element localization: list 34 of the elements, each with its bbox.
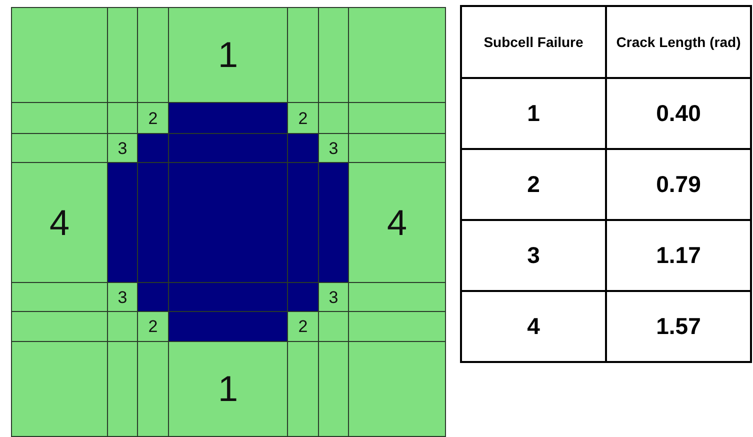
column-header: Subcell Failure <box>461 6 606 78</box>
failure-number: 2 <box>148 110 158 126</box>
failure-number: 3 <box>118 140 128 156</box>
table-cell: 1.17 <box>606 220 751 291</box>
failure-number: 3 <box>328 140 338 156</box>
table-cell: 3 <box>461 220 606 291</box>
failure-number: 3 <box>118 288 128 306</box>
failure-number: 3 <box>328 288 338 306</box>
table-cell: 4 <box>461 291 606 362</box>
subcell <box>287 102 319 134</box>
subcell <box>11 162 108 283</box>
failure-number: 1 <box>218 37 238 73</box>
subcell <box>287 311 319 342</box>
subcell <box>168 7 288 103</box>
failure-number: 2 <box>298 110 308 126</box>
table-cell: 0.40 <box>606 78 751 149</box>
failure-number: 1 <box>218 371 238 407</box>
subcell <box>168 341 288 437</box>
table-cell: 1.57 <box>606 291 751 362</box>
subcell <box>318 133 349 163</box>
failure-number: 4 <box>386 204 408 240</box>
table-cell: 1 <box>461 78 606 149</box>
column-header: Crack Length (rad) <box>606 6 751 78</box>
subcell <box>318 282 349 312</box>
table-cell: 0.79 <box>606 149 751 220</box>
subcell <box>107 282 138 312</box>
subcell <box>348 162 446 283</box>
table-cell: 2 <box>461 149 606 220</box>
subcell <box>107 133 138 163</box>
failure-number: 4 <box>49 204 70 240</box>
subcell <box>137 102 169 134</box>
failure-number: 2 <box>148 318 158 335</box>
subcell <box>137 311 169 342</box>
failure-number: 2 <box>298 318 308 335</box>
